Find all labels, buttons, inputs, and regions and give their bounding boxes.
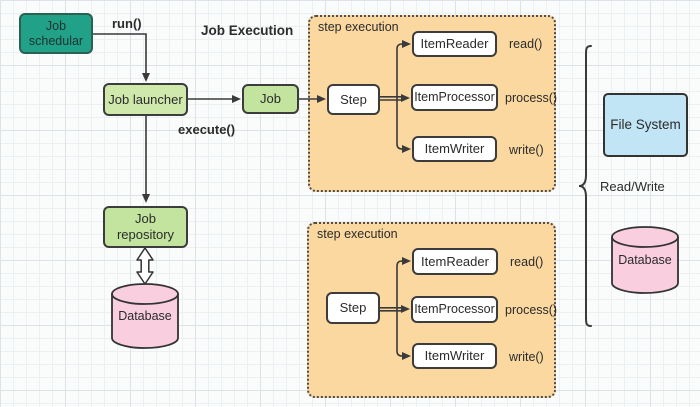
method-label-write-1: write() — [509, 143, 544, 157]
node-job-repository: Job repository — [103, 206, 188, 248]
read-write-brace — [578, 45, 592, 327]
node-label: ItemWriter — [424, 348, 485, 364]
edge-run-line — [93, 33, 147, 73]
node-label: Step — [339, 300, 367, 316]
method-label-process-1: process() — [505, 91, 558, 105]
method-label-read-2: read() — [510, 255, 544, 269]
edge-label-execute: execute() — [178, 122, 236, 137]
node-item-writer-2: ItemWriter — [412, 343, 497, 369]
double-arrow-repo-db — [136, 247, 154, 285]
node-step-1: Step — [327, 84, 380, 115]
panel-title: step execution — [317, 227, 398, 241]
node-job: Job — [242, 84, 299, 114]
edge-label-read-write: Read/Write — [600, 179, 665, 194]
edge-label-run: run() — [112, 16, 142, 31]
node-label: ItemProcessor — [414, 90, 495, 104]
panel-title: step execution — [318, 20, 399, 34]
node-file-system: File System — [603, 93, 688, 157]
node-label: ItemReader — [420, 36, 489, 52]
method-label-write-2: write() — [509, 350, 544, 364]
node-database-left-label: Database — [118, 309, 172, 323]
method-label-process-2: process() — [505, 303, 558, 317]
node-item-writer-1: ItemWriter — [412, 136, 497, 162]
node-step-2: Step — [326, 292, 380, 324]
node-job-scheduler: Job schedular — [19, 13, 93, 54]
node-label: ItemProcessor — [414, 302, 495, 316]
node-item-processor-1: ItemProcessor — [411, 84, 498, 111]
node-database-right-label: Database — [618, 253, 672, 267]
method-label-read-1: read() — [509, 37, 543, 51]
node-item-processor-2: ItemProcessor — [411, 296, 498, 323]
node-label: Job schedular — [28, 18, 84, 48]
node-label: Job launcher — [108, 91, 183, 107]
node-label: ItemWriter — [424, 141, 485, 157]
node-item-reader-1: ItemReader — [412, 31, 497, 57]
node-item-reader-2: ItemReader — [412, 248, 498, 275]
node-job-launcher: Job launcher — [103, 83, 188, 116]
diagram-title: Job Execution — [201, 23, 294, 38]
node-label: File System — [610, 116, 681, 132]
node-label: Job repository — [116, 211, 175, 242]
node-label: ItemReader — [421, 253, 489, 269]
node-label: Job — [260, 91, 281, 107]
node-label: Step — [340, 91, 367, 107]
